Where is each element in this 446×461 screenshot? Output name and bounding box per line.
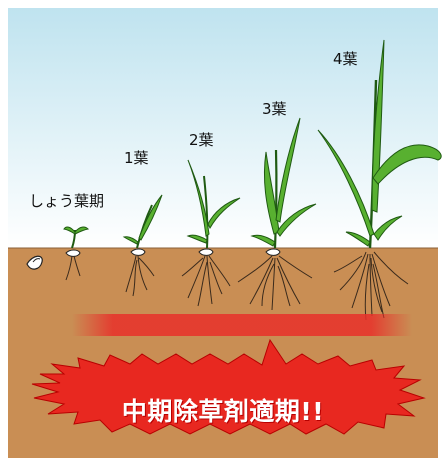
seedling-stage-3 bbox=[237, 117, 317, 311]
stage-label-3-leaf: 3葉 bbox=[262, 100, 287, 118]
application-window-band bbox=[72, 314, 412, 336]
seed-icon bbox=[26, 255, 43, 270]
stage-label-2-leaf: 2葉 bbox=[189, 131, 214, 149]
stage-label-4-leaf: 4葉 bbox=[333, 50, 358, 68]
seedling-stage-0 bbox=[63, 226, 90, 281]
burst-banner-icon bbox=[31, 338, 426, 435]
seedling-stage-1 bbox=[122, 194, 163, 297]
stage-label-coleoptile: しょう葉期 bbox=[29, 192, 105, 210]
banner-text: 中期除草剤適期!! bbox=[121, 397, 325, 426]
seedling-stage-4 bbox=[317, 39, 442, 321]
stage-label-1-leaf: 1葉 bbox=[124, 149, 149, 167]
seedling-stage-2 bbox=[181, 159, 241, 307]
